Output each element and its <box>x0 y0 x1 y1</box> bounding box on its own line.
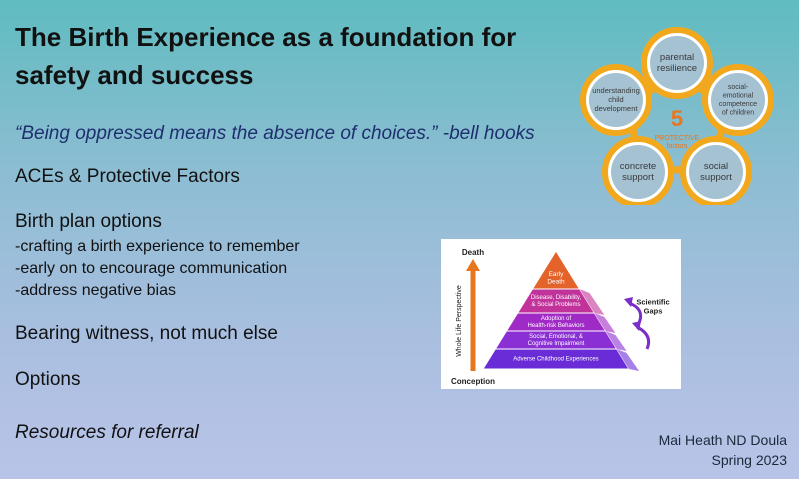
resources-item: Resources for referral <box>15 422 199 443</box>
pyramid-level-side <box>579 289 605 315</box>
footer-credit: Mai Heath ND Doula Spring 2023 <box>659 430 787 470</box>
pyramid-level-label: Social, Emotional, & <box>529 334 583 340</box>
factor-label: parental <box>660 52 694 63</box>
pyramid-level-label: Death <box>547 278 565 285</box>
pyramid-level-label: Adoption of <box>541 316 572 322</box>
birth-plan-bullet: -early on to encourage communication <box>15 260 288 277</box>
factor-label: resilience <box>657 63 697 74</box>
bearing-witness-item: Bearing witness, not much else <box>15 323 278 344</box>
presentation-date: Spring 2023 <box>711 452 787 468</box>
gap-arrow-head <box>632 321 641 331</box>
bell-hooks-quote: “Being oppressed means the absence of ch… <box>15 123 535 144</box>
pyramid-top-label: Death <box>462 248 484 257</box>
pyramid-level-side <box>594 313 616 333</box>
factor-fill <box>689 145 743 199</box>
factor-label: support <box>700 172 732 183</box>
aces-heading: ACEs & Protective Factors <box>15 166 240 187</box>
factor-label: support <box>622 172 654 183</box>
pyramid-level-side <box>605 331 627 351</box>
birth-plan-bullet: -crafting a birth experience to remember <box>15 238 300 255</box>
factor-label: development <box>595 104 639 113</box>
slide-title: The Birth Experience as a foundation for… <box>15 22 517 90</box>
pyramid-level-label: Early <box>549 271 565 278</box>
factor-label: social- <box>728 84 749 91</box>
gap-arrow-head <box>624 297 633 307</box>
factor-label: concrete <box>620 161 656 172</box>
factor-label: social <box>704 161 728 172</box>
factor-label: emotional <box>723 93 754 100</box>
pyramid-level-label: Health-risk Behaviors <box>527 323 584 329</box>
pyramid-axis-label: Whole Life Perspective <box>456 285 463 357</box>
protective-factors-center-label: PROTECTIVE <box>655 135 700 142</box>
factor-fill <box>711 73 765 127</box>
factor-fill <box>589 73 643 127</box>
author-name: Mai Heath ND Doula <box>658 432 787 448</box>
factor-fill <box>650 36 704 90</box>
scientific-gaps-label: Gaps <box>644 306 663 315</box>
pyramid-level-side <box>616 349 639 371</box>
pyramid-level-label: Disease, Disability, <box>531 295 582 301</box>
protective-factors-center-label: factors <box>666 143 688 150</box>
birth-plan-heading: Birth plan options <box>15 211 162 232</box>
factor-label: competence <box>719 101 757 108</box>
pyramid-bottom-label: Conception <box>451 377 495 386</box>
pyramid-level-label: Adverse Childhood Experiences <box>513 357 598 363</box>
factor-label: of children <box>722 110 754 117</box>
factor-label: child <box>608 95 623 104</box>
pyramid-level-label: & Social Problems <box>531 302 580 308</box>
birth-plan-bullet: -address negative bias <box>15 282 176 299</box>
axis-arrow-head <box>466 259 480 271</box>
protective-factors-number: 5 <box>671 106 683 131</box>
factor-fill <box>611 145 665 199</box>
factor-label: understanding <box>592 86 640 95</box>
scientific-gaps-label: Scientific <box>636 297 669 306</box>
options-item: Options <box>15 369 81 390</box>
pyramid-level-label: Cognitive Impairment <box>528 341 585 347</box>
